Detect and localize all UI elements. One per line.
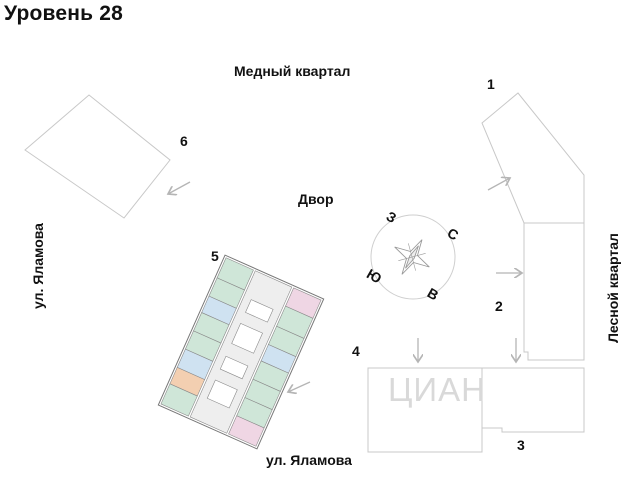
building-1-outline[interactable] <box>481 92 585 224</box>
label-yalamova-left: ул. Яламова <box>30 223 46 309</box>
building-number-1: 1 <box>487 76 495 92</box>
building-number-3: 3 <box>517 437 525 453</box>
building-2-outline[interactable] <box>523 222 585 361</box>
watermark: ЦИАН <box>388 371 486 408</box>
label-yalamova-bottom: ул. Яламова <box>266 452 352 468</box>
building-5-floor-plan[interactable] <box>157 254 325 450</box>
building-number-6: 6 <box>180 133 188 149</box>
building-3-outline[interactable] <box>481 367 585 433</box>
page-title: Уровень 28 <box>4 2 124 25</box>
label-lesnoy-kvartal: Лесной квартал <box>605 233 621 343</box>
arrow-building-5 <box>288 381 311 392</box>
building-number-2: 2 <box>495 298 503 314</box>
arrow-building-1 <box>487 178 510 191</box>
building-number-5: 5 <box>211 248 219 264</box>
building-6-outline[interactable] <box>24 94 171 219</box>
compass-rose <box>370 214 456 300</box>
label-medny-kvartal: Медный квартал <box>234 63 351 79</box>
label-dvor: Двор <box>298 191 334 207</box>
compass-circle <box>370 214 456 300</box>
arrow-building-6 <box>168 181 191 194</box>
building-4-outline[interactable] <box>367 367 483 453</box>
building-number-4: 4 <box>352 343 360 359</box>
